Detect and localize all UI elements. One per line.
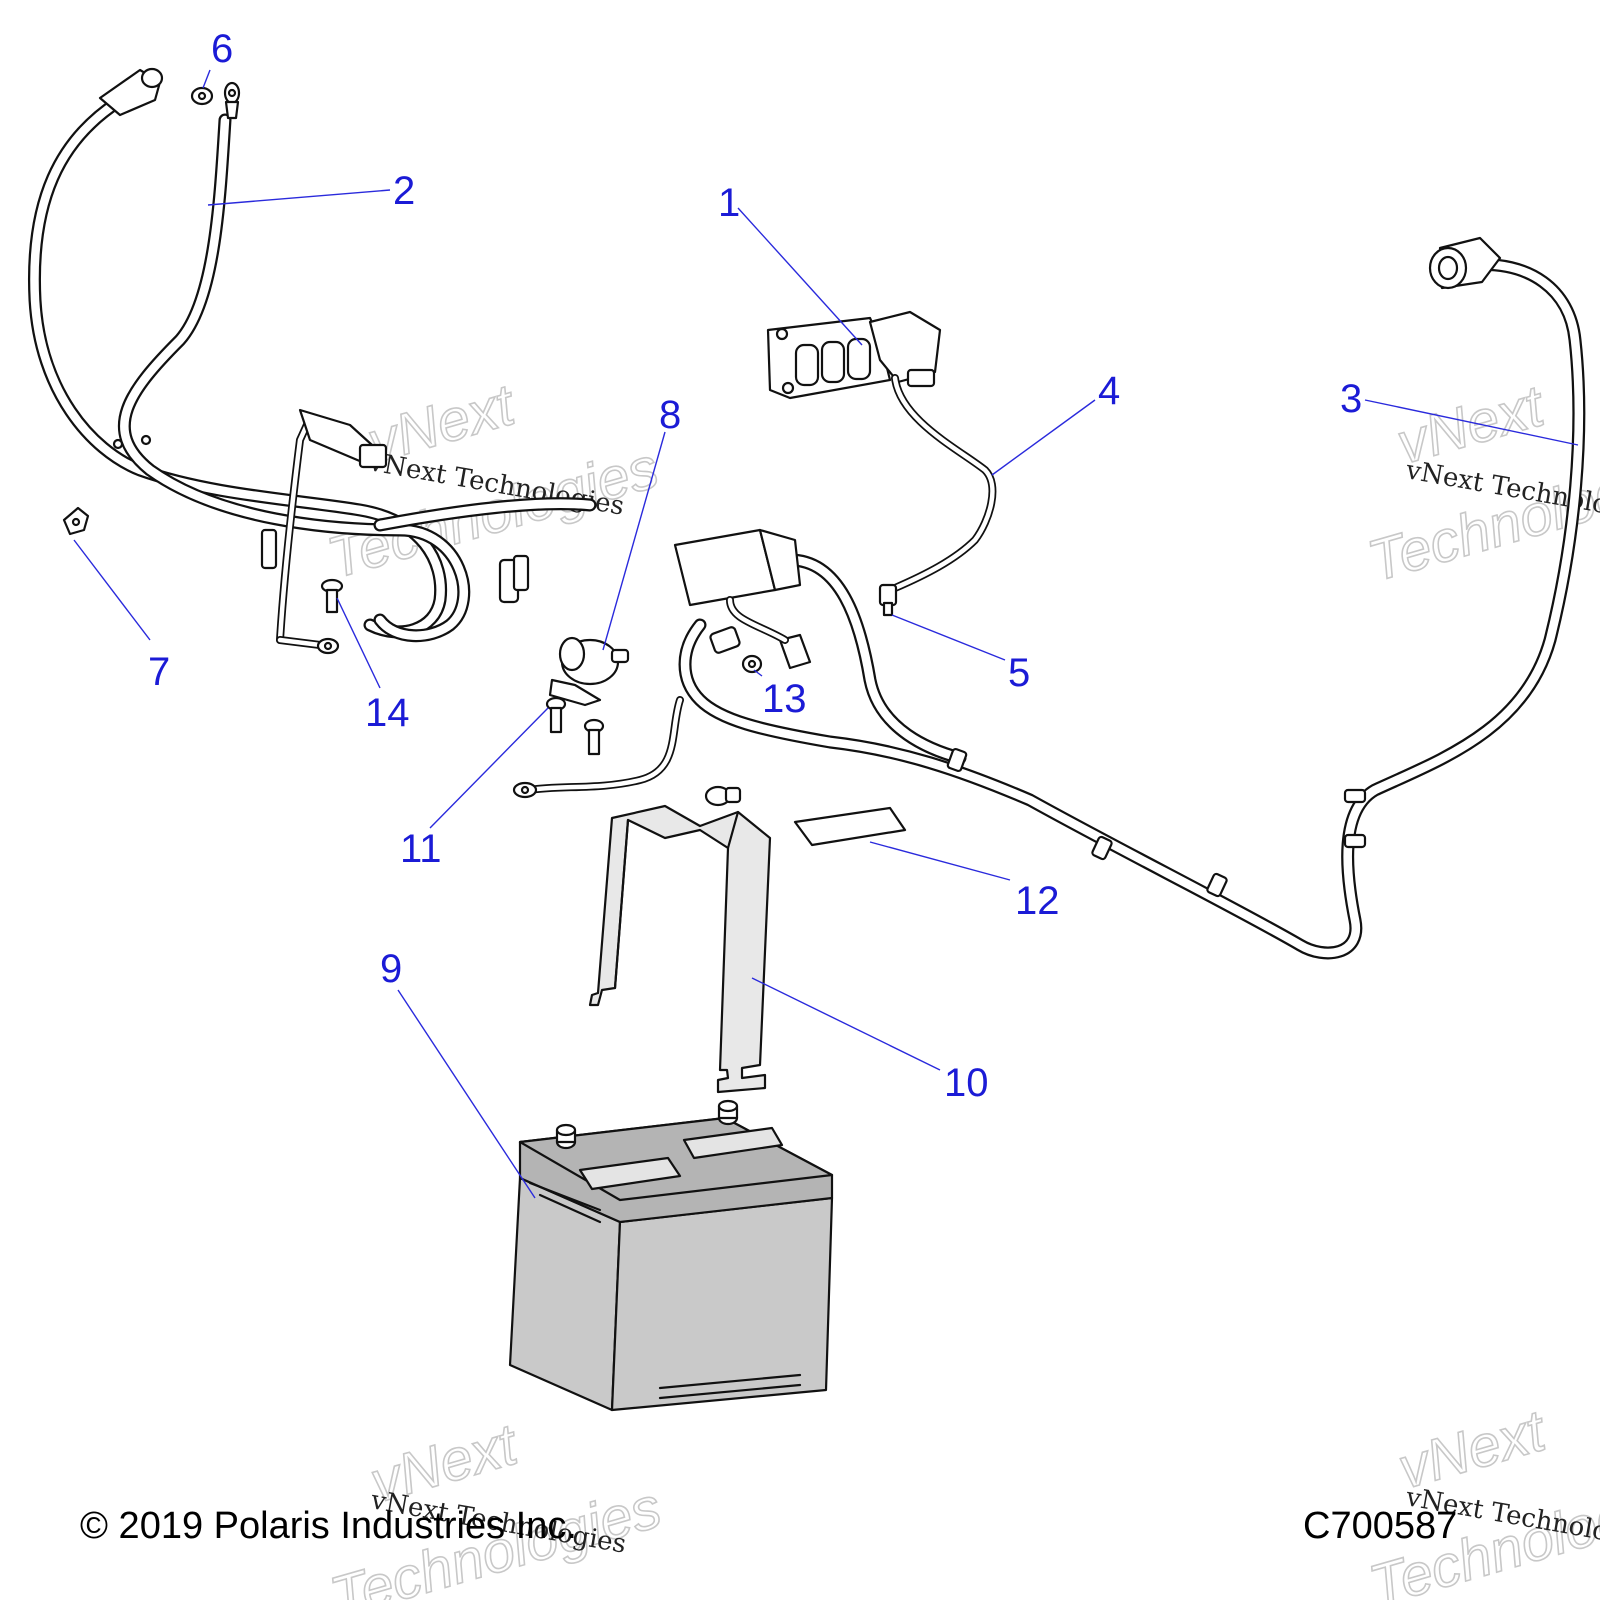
leader-8 [602, 431, 666, 651]
part-8-solenoid [548, 636, 630, 707]
callout-4: 4 [1098, 369, 1120, 413]
callout-14: 14 [365, 691, 410, 735]
callout-9: 9 [380, 947, 402, 991]
part-1-fuse-module [766, 310, 942, 400]
callout-1: 1 [718, 181, 740, 225]
callout-11: 11 [400, 827, 442, 871]
leader-12 [869, 841, 1011, 881]
leader-11 [429, 707, 549, 829]
callout-13: 13 [762, 677, 807, 721]
leader-2 [207, 189, 391, 206]
leader-1 [737, 207, 863, 346]
part-11-bolts [545, 696, 605, 756]
copyright-text: © 2019 Polaris Industries Inc. [80, 1505, 577, 1547]
callout-numbers: 1 2 3 4 5 6 7 8 9 10 11 12 13 14 [148, 27, 1362, 1105]
leader-14 [336, 597, 381, 689]
callout-12: 12 [1015, 879, 1060, 923]
part-4-lead [891, 374, 997, 592]
watermark-bottom-left: vNext Technologies [323, 1410, 669, 1600]
part-5-sensor [878, 583, 898, 617]
part-3-main-harness [512, 236, 1586, 960]
part-10-strap [588, 804, 772, 1094]
callout-3: 3 [1340, 377, 1362, 421]
leader-lines [73, 69, 1579, 1199]
callout-7: 7 [148, 650, 170, 694]
part-12-pad [793, 806, 907, 847]
drawing-number: C700587 [1303, 1505, 1457, 1547]
leader-13 [753, 669, 763, 677]
part-9-battery [508, 1099, 834, 1412]
callout-8: 8 [659, 393, 681, 437]
callout-10: 10 [944, 1061, 989, 1105]
part-14-bolt [320, 578, 344, 614]
watermark-top-left: vNext Technologies [320, 371, 666, 592]
leader-4 [991, 399, 1096, 476]
watermark-bottom-right: vNext Technologies [1362, 1397, 1600, 1600]
part-6-nut [190, 86, 214, 106]
plug [704, 785, 742, 807]
leader-10 [751, 977, 941, 1071]
part-7-clip [62, 506, 90, 536]
callout-5: 5 [1008, 651, 1030, 695]
part-13-nut [741, 654, 763, 674]
leader-9 [397, 989, 536, 1199]
leader-7 [73, 539, 151, 641]
callout-2: 2 [393, 169, 415, 213]
part-2-battery-cables [27, 67, 597, 655]
leader-6 [202, 69, 211, 89]
callout-6: 6 [211, 27, 233, 71]
leader-5 [891, 614, 1006, 661]
leader-3 [1364, 399, 1579, 446]
